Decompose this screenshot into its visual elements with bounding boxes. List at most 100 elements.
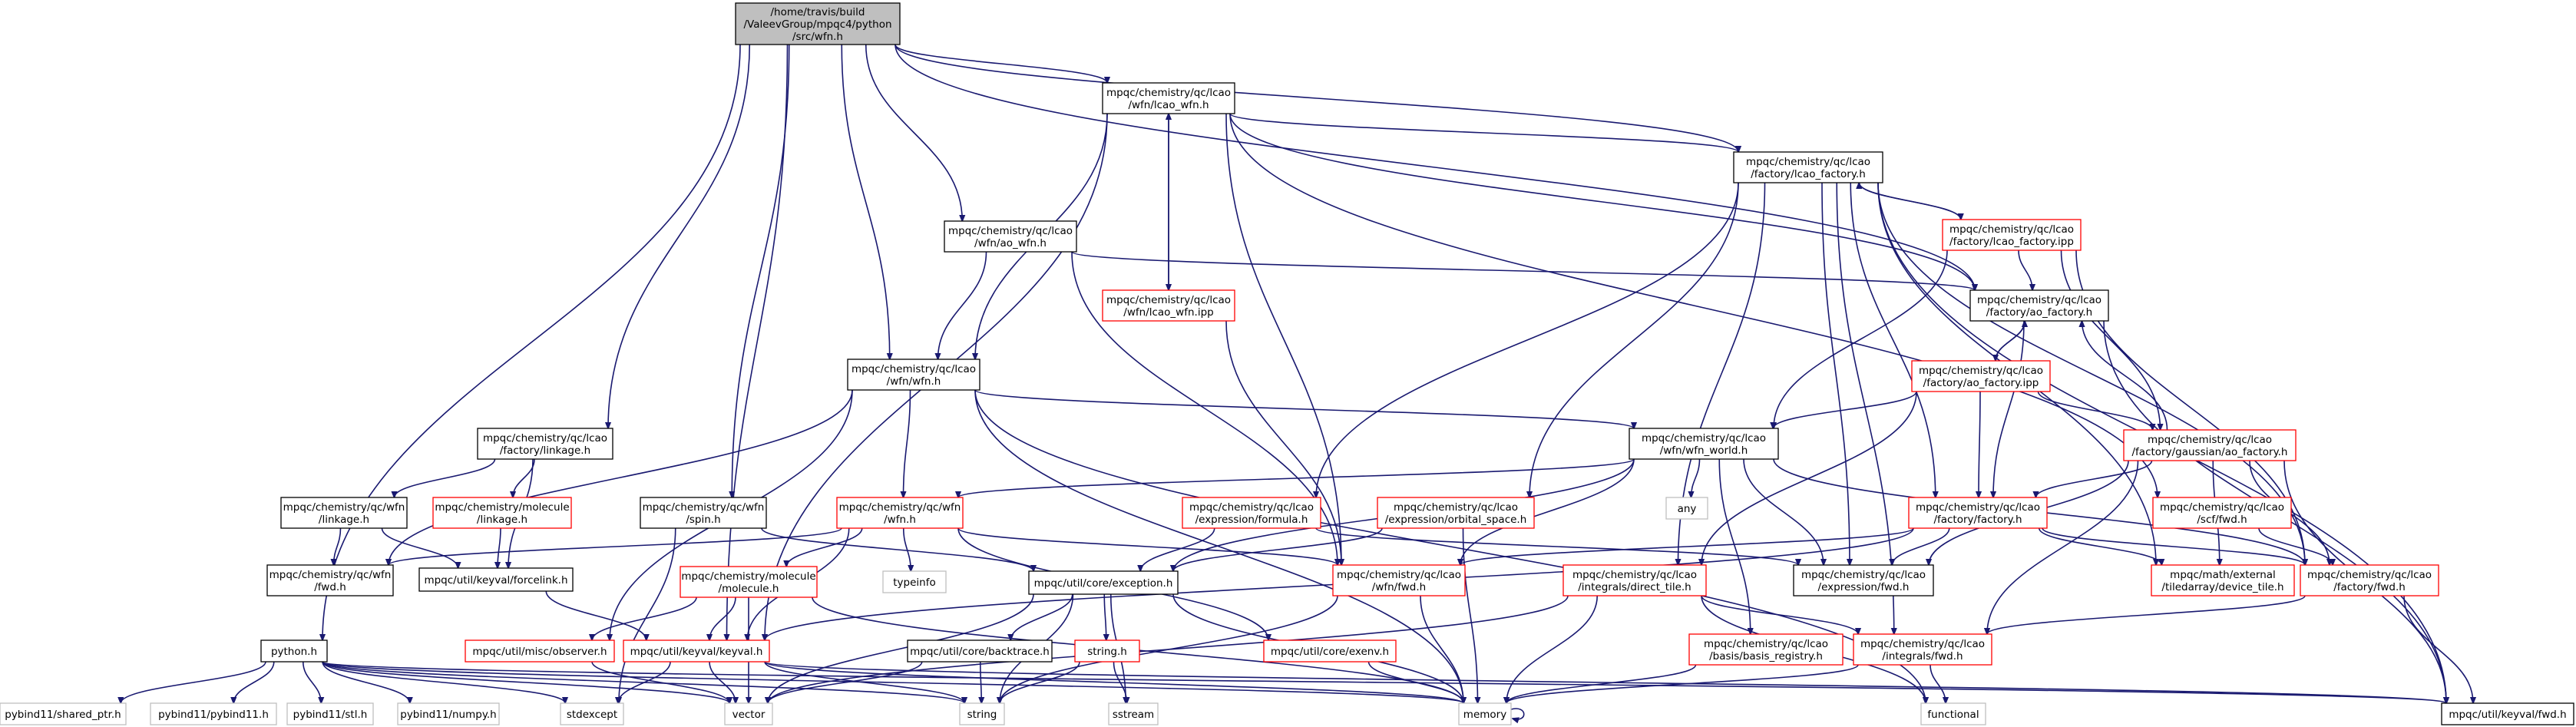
node-label: mpqc/chemistry/qc/lcao xyxy=(1801,569,1926,581)
node-box xyxy=(2300,564,2439,596)
node-keyval-h[interactable]: mpqc/util/keyval/keyval.h xyxy=(623,639,770,663)
node-box xyxy=(1263,639,1397,663)
node-exenv-h[interactable]: mpqc/util/core/exenv.h xyxy=(1263,639,1397,663)
node-scf-fwd-h[interactable]: mpqc/chemistry/qc/lcao/scf/fwd.h xyxy=(2152,497,2292,529)
node-label: /wfn.h xyxy=(884,514,916,526)
node-python-h[interactable]: python.h xyxy=(260,639,328,663)
node-keyval-fwd-h[interactable]: mpqc/util/keyval/fwd.h xyxy=(2441,702,2574,725)
edge-python-h-to-stl-h xyxy=(302,661,322,703)
node-box xyxy=(0,702,127,725)
node-memory: memory xyxy=(1458,702,1512,725)
node-formula-h[interactable]: mpqc/chemistry/qc/lcao/expression/formul… xyxy=(1182,497,1321,529)
node-expression-fwd-h[interactable]: mpqc/chemistry/qc/lcao/expression/fwd.h xyxy=(1793,564,1934,596)
node-integrals-fwd-h[interactable]: mpqc/chemistry/qc/lcao/integrals/fwd.h xyxy=(1853,633,1992,666)
node-factory-factory-h[interactable]: mpqc/chemistry/qc/lcao/factory/factory.h xyxy=(1908,497,2048,529)
node-qc-wfn-h[interactable]: mpqc/chemistry/qc/wfn/wfn.h xyxy=(836,497,964,529)
node-factory-fwd-h[interactable]: mpqc/chemistry/qc/lcao/factory/fwd.h xyxy=(2300,564,2439,596)
node-device-tile-h[interactable]: mpqc/math/external/tiledarray/device_til… xyxy=(2151,564,2295,596)
node-label: mpqc/util/misc/observer.h xyxy=(472,646,607,658)
edge-root-to-ao-factory-h xyxy=(894,44,1975,290)
node-wfn-h[interactable]: mpqc/chemistry/qc/lcao/wfn/wfn.h xyxy=(847,359,980,391)
node-box xyxy=(1733,151,1883,183)
node-spin-h[interactable]: mpqc/chemistry/qc/wfn/spin.h xyxy=(640,497,767,529)
node-box xyxy=(1629,428,1779,460)
node-gaussian-ao-factory-h[interactable]: mpqc/chemistry/qc/lcao/factory/gaussian/… xyxy=(2123,429,2297,461)
node-lcao-wfn-ipp[interactable]: mpqc/chemistry/qc/lcao/wfn/lcao_wfn.ipp xyxy=(1102,289,1235,322)
node-ao-factory-h[interactable]: mpqc/chemistry/qc/lcao/factory/ao_factor… xyxy=(1969,289,2109,322)
edge-exenv-h-to-memory xyxy=(1367,661,1464,703)
edge-keyval-h-to-string xyxy=(764,661,964,703)
node-direct-tile-h[interactable]: mpqc/chemistry/qc/lcao/integrals/direct_… xyxy=(1562,564,1707,596)
edge-gaussian-ao-factory-h-to-integrals-fwd-h xyxy=(1987,460,2139,634)
node-box xyxy=(397,702,500,725)
node-label: /wfn/wfn_world.h xyxy=(1660,444,1748,457)
edge-cao-factory-h-to-orbital-space-h xyxy=(1529,182,1739,497)
node-exception-h[interactable]: mpqc/util/core/exception.h xyxy=(1028,570,1179,595)
node-cao-factory-h[interactable]: mpqc/chemistry/qc/lcao/factory/lcao_fact… xyxy=(1733,151,1883,183)
node-string: string xyxy=(959,702,1005,725)
node-backtrace-h[interactable]: mpqc/util/core/backtrace.h xyxy=(907,639,1053,663)
node-box xyxy=(1942,219,2082,251)
node-orbital-space-h[interactable]: mpqc/chemistry/qc/lcao/expression/orbita… xyxy=(1377,497,1535,529)
node-label: /wfn/lcao_wfn.ipp xyxy=(1123,306,1213,319)
node-label: /factory/ao_factory.h xyxy=(1986,306,2092,319)
node-label: python.h xyxy=(271,646,317,658)
edge-keyval-h-to-keyval-fwd-h xyxy=(764,661,2446,703)
node-root[interactable]: /home/travis/build/ValeevGroup/mpqc4/pyt… xyxy=(735,2,901,45)
node-label: sstream xyxy=(1113,709,1154,721)
edge-lcao-wfn-h-to-lcao-wfn-fwd-h xyxy=(1225,113,1341,565)
node-box xyxy=(1108,702,1159,725)
node-label: /molecule.h xyxy=(719,583,779,595)
node-cao-factory-ipp[interactable]: mpqc/chemistry/qc/lcao/factory/lcao_fact… xyxy=(1942,219,2082,251)
node-box xyxy=(1028,570,1179,595)
node-basis-registry-h[interactable]: mpqc/chemistry/qc/lcao/basis/basis_regis… xyxy=(1688,633,1844,666)
node-molecule-h[interactable]: mpqc/chemistry/molecule/molecule.h xyxy=(680,566,818,598)
node-forcelink-h[interactable]: mpqc/util/keyval/forcelink.h xyxy=(418,567,574,592)
node-label: /factory/fwd.h xyxy=(2333,581,2406,593)
edge-cao-factory-ipp-to-wfn-world-h xyxy=(1774,249,1948,428)
node-label: /wfn/fwd.h xyxy=(1372,581,1426,593)
edge-root-to-factory-linkage-h xyxy=(608,44,751,428)
node-lcao-wfn-h[interactable]: mpqc/chemistry/qc/lcao/wfn/lcao_wfn.h xyxy=(1102,82,1235,114)
node-box xyxy=(465,639,615,663)
node-wfn-linkage-h[interactable]: mpqc/chemistry/qc/wfn/linkage.h xyxy=(280,497,408,529)
edge-factory-factory-h-to-expression-fwd-h xyxy=(1892,527,1950,565)
edge-spin-h-to-exception-h xyxy=(761,527,1033,571)
node-ao-wfn-h[interactable]: mpqc/chemistry/qc/lcao/wfn/ao_wfn.h xyxy=(944,220,1077,253)
node-wfn-world-h[interactable]: mpqc/chemistry/qc/lcao/wfn/wfn_world.h xyxy=(1629,428,1779,460)
edge-lcao-wfn-h-to-ao-factory-h xyxy=(1229,113,1975,290)
node-label: mpqc/chemistry/qc/lcao xyxy=(948,225,1073,237)
edge-python-h-to-memory xyxy=(322,661,1463,703)
node-label: pybind11/stl.h xyxy=(293,709,368,721)
node-stl-h: pybind11/stl.h xyxy=(286,702,374,725)
node-observer-h[interactable]: mpqc/util/misc/observer.h xyxy=(465,639,615,663)
node-string-h[interactable]: string.h xyxy=(1074,639,1140,663)
node-factory-linkage-h[interactable]: mpqc/chemistry/qc/lcao/factory/linkage.h xyxy=(477,428,613,460)
edge-keyval-h-to-stdexcept xyxy=(618,661,671,703)
node-functional: functional xyxy=(1920,702,1986,725)
node-label: mpqc/chemistry/qc/wfn xyxy=(270,569,392,581)
edge-python-h-to-keyval-fwd-h xyxy=(322,661,2446,703)
node-molecule-linkage-h[interactable]: mpqc/chemistry/molecule/linkage.h xyxy=(432,497,572,529)
edge-root-to-wfn-h xyxy=(841,44,890,359)
edge-orbital-space-h-to-exception-h xyxy=(1173,527,1383,571)
node-box xyxy=(1665,497,1708,520)
edge-layer xyxy=(121,44,2473,719)
node-box xyxy=(260,639,328,663)
node-ao-factory-ipp[interactable]: mpqc/chemistry/qc/lcao/factory/ao_factor… xyxy=(1911,360,2051,392)
node-box xyxy=(882,570,947,593)
edge-ao-factory-ipp-to-factory-factory-h xyxy=(1979,391,1980,497)
node-label: mpqc/chemistry/qc/lcao xyxy=(2148,434,2272,446)
node-label: /factory/ao_factory.ipp xyxy=(1923,377,2039,389)
edge-root-to-ao-wfn-h xyxy=(865,44,963,221)
edge-lcao-wfn-h-to-cao-factory-h xyxy=(1229,113,1738,152)
node-label: /scf/fwd.h xyxy=(2197,514,2247,526)
node-label: functional xyxy=(1927,709,1979,721)
node-pybind11-h: pybind11/pybind11.h xyxy=(150,702,277,725)
node-qc-wfn-fwd-h[interactable]: mpqc/chemistry/qc/wfn/fwd.h xyxy=(266,564,394,596)
node-lcao-wfn-fwd-h[interactable]: mpqc/chemistry/qc/lcao/wfn/fwd.h xyxy=(1332,564,1466,596)
edge-wfn-h-to-qc-wfn-h xyxy=(904,389,911,497)
edge-basis-registry-h-to-memory xyxy=(1506,664,1697,703)
node-box xyxy=(2441,702,2574,725)
edge-direct-tile-h-to-integrals-fwd-h xyxy=(1701,595,1858,634)
